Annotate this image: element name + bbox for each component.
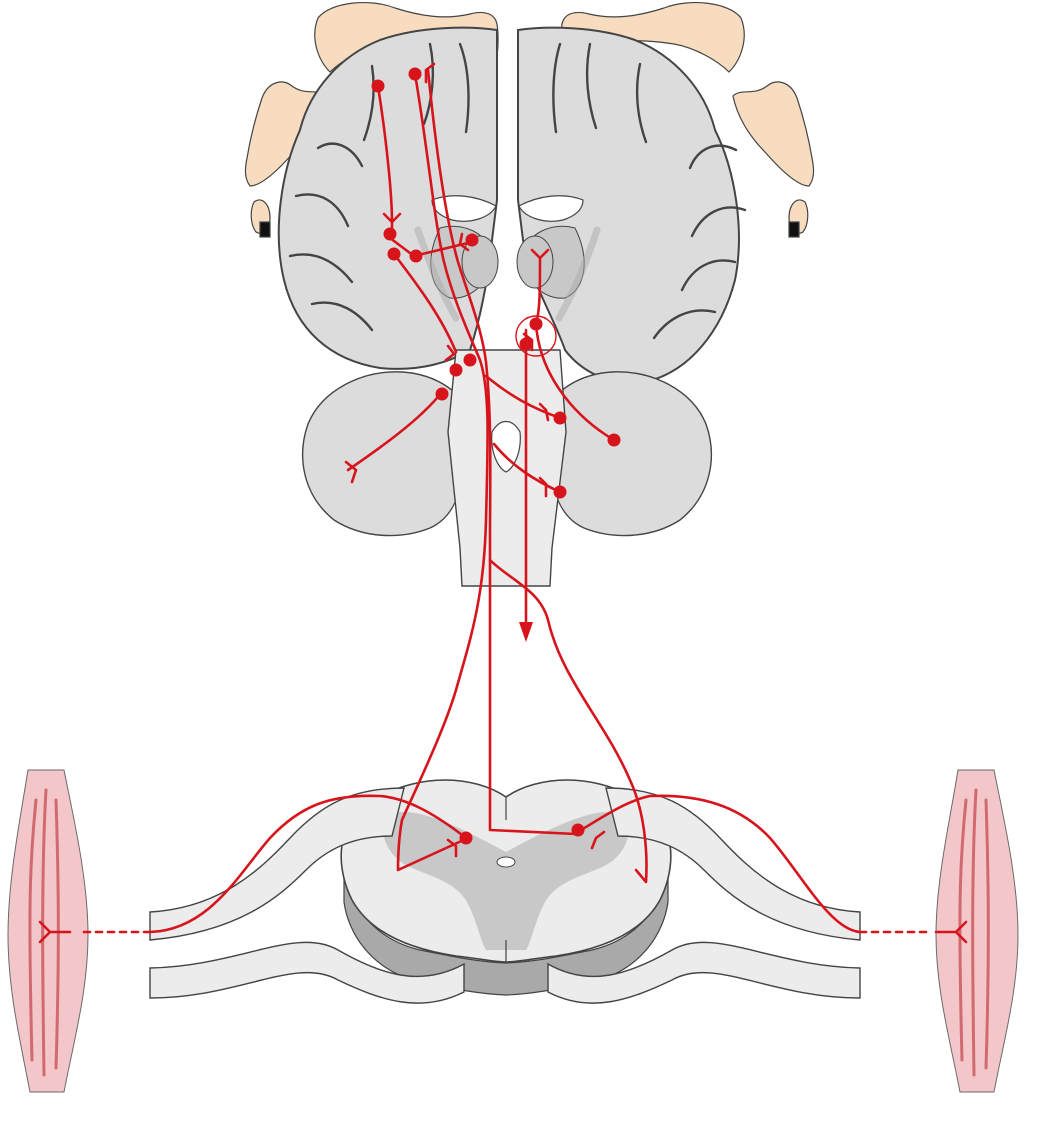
neuromuscular-junction-left	[38, 920, 72, 944]
pontine-neuron	[435, 387, 449, 401]
basal-ganglia-neuron-3	[409, 249, 423, 263]
basal-ganglia-neuron-2	[387, 247, 401, 261]
homunculus-right	[560, 1, 815, 238]
spinal-cord-section	[149, 779, 861, 1004]
right-muscle-belly	[935, 769, 1019, 1093]
right-muscle-fibers	[958, 788, 990, 1077]
cerebrum-coronal-section	[277, 26, 747, 385]
spinal-gray-matter	[383, 812, 629, 950]
homunculus-right-tongue-icon	[788, 221, 800, 238]
midbrain-neuron-2	[463, 353, 477, 367]
right-lateral-ventricle	[518, 195, 584, 222]
right-spinal-nerve	[605, 787, 861, 941]
left-thalamus	[461, 235, 499, 289]
reticulospinal-arrowhead	[519, 622, 533, 642]
synapse-basal-ganglia	[382, 212, 402, 224]
spinal-motor-neuron-left	[459, 831, 473, 845]
synapse-cerebellar	[344, 460, 358, 484]
homunculus-left-tongue-icon	[259, 221, 271, 238]
central-canal	[496, 856, 516, 868]
corticospinal-tract-anterior	[426, 68, 578, 836]
synapse-spinal-left	[446, 838, 458, 858]
synapse-brainstem	[444, 344, 456, 362]
neuromuscular-junction-right	[934, 920, 968, 944]
left-muscle-fibers	[28, 788, 60, 1077]
thalamus-neuron	[465, 233, 479, 247]
brainstem-cerebellum	[301, 349, 713, 587]
homunculus-right-hand-icon	[732, 81, 815, 187]
left-spinal-nerve	[149, 787, 405, 941]
olivary-neuron	[553, 485, 567, 499]
thalamus	[461, 235, 554, 289]
basal-ganglia	[430, 225, 585, 299]
right-internal-capsule	[555, 226, 601, 322]
nigral-neuron	[519, 337, 533, 351]
right-ventral-root	[547, 941, 861, 1004]
spinal-nerves	[149, 787, 861, 1004]
right-thalamus	[516, 235, 554, 289]
right-muscle	[935, 769, 1019, 1093]
synapse-subthalamic	[522, 332, 534, 352]
motor-pathways	[38, 62, 968, 944]
left-internal-capsule	[414, 226, 460, 322]
midbrain-neuron-1	[449, 363, 463, 377]
cerebellar-neuron	[607, 433, 621, 447]
corticospinal-tract-lateral	[396, 72, 489, 872]
cortex-neuron-1	[371, 79, 385, 93]
neuron-cell-bodies	[371, 67, 621, 845]
spinal-motor-neuron-right	[571, 823, 585, 837]
internal-capsule	[414, 226, 601, 322]
descending-brainstem-pathway	[488, 558, 648, 884]
synapse-terminals	[38, 62, 968, 944]
left-ventral-root	[149, 941, 465, 1004]
synapse-cortex	[424, 62, 436, 84]
pontine-output-path	[484, 374, 562, 420]
synapse-pontine	[538, 402, 550, 422]
synapse-olivary	[538, 476, 548, 498]
synapse-nigral	[530, 248, 550, 260]
lateral-ventricles	[431, 195, 584, 222]
cortex-neuron-2	[408, 67, 422, 81]
left-lower-motor-neuron	[148, 794, 468, 934]
subthalamic-nucleus-outline	[515, 315, 557, 357]
homunculus-left	[244, 1, 499, 238]
olivary-output-path	[492, 442, 562, 494]
subthalamic-neuron	[529, 317, 543, 331]
synapse-thalamus	[458, 232, 470, 252]
nigral-loop-path	[534, 256, 616, 442]
pontine-target-neuron	[553, 411, 567, 425]
right-lower-motor-neuron	[576, 794, 862, 934]
basal-ganglia-neuron-1	[383, 227, 397, 241]
cortex-sulci	[288, 42, 747, 340]
corticobulbar-tract	[376, 84, 394, 240]
fourth-ventricle	[491, 420, 521, 473]
synapse-spinal-right	[590, 830, 606, 850]
motor-homunculus	[244, 1, 815, 238]
cerebellar-input-path	[346, 390, 444, 472]
